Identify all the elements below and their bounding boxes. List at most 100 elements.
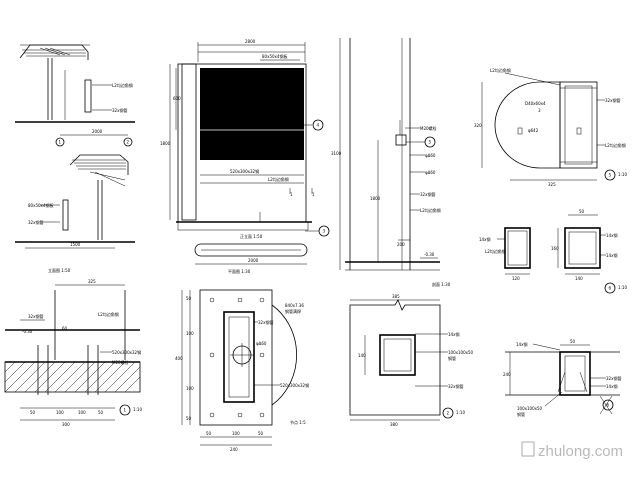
label-hole: φΔ60 bbox=[425, 153, 436, 158]
watermark-group: zhulong.com bbox=[521, 441, 623, 460]
watermark: zhulong.com bbox=[538, 443, 623, 460]
dim-plate-h: 400 bbox=[175, 356, 183, 361]
dim-section-bottom: 200 bbox=[397, 242, 405, 247]
view-plan-strip: 2000 平面图 1:30 bbox=[194, 243, 308, 274]
sign-panel-black bbox=[200, 68, 304, 160]
dim-found-inner: 60 bbox=[62, 326, 68, 331]
dim-found-total: 300 bbox=[62, 422, 70, 427]
label-pipe-wall: 32x钢管 bbox=[448, 383, 463, 389]
label-elev: -0.30 bbox=[424, 252, 435, 257]
scale-6: 1:10 bbox=[618, 285, 627, 290]
dim-box-h: 160 bbox=[551, 246, 559, 251]
dim-section-height: 3100 bbox=[331, 151, 342, 156]
view-channel-section: 14x钢 50 240 32x钢管 14x钢 100x100x50 钢管 6 bbox=[503, 339, 621, 417]
label-plate-spec: 840x7.36 bbox=[285, 303, 304, 308]
label-l2: L2均边角钢 bbox=[268, 176, 289, 182]
dim-d-plan-width: 325 bbox=[548, 182, 556, 187]
dim-found-c: 100 bbox=[78, 410, 86, 415]
label-plate14-ch: 14x钢 bbox=[516, 341, 527, 347]
dim-found-top: 325 bbox=[88, 279, 96, 284]
label-box-ch: 100x100x50 bbox=[517, 406, 543, 411]
view-main-elevation: 2800 80x50x4钢板 1厂内5 (4-8)精加工厂 80x50x4钢板 … bbox=[160, 39, 330, 239]
label-plate14-ch2: 14x钢 bbox=[606, 383, 617, 389]
label-anchor-plate: 520x300x32钢 bbox=[280, 382, 309, 388]
dim-plate-h-c: 100 bbox=[186, 386, 194, 391]
label-pipe-section: 32x钢管 bbox=[420, 191, 435, 197]
detail-mark-2: 2 bbox=[447, 411, 450, 416]
label-steel-section: L2均边角钢 bbox=[420, 207, 441, 213]
dim-wall-bottom: 380 bbox=[390, 422, 398, 427]
dim-plate-h-d: 50 bbox=[186, 416, 192, 421]
detail-mark-6b: 6 bbox=[607, 403, 610, 408]
dim-sign-height: 1800 bbox=[160, 141, 171, 146]
label-elev-found: -0.30 bbox=[22, 329, 33, 334]
detail-mark-5: 5 bbox=[429, 140, 432, 145]
view-side-elevation-upper: L2均边角钢 32x钢管 2000 1 2 bbox=[15, 44, 135, 147]
detail-mark-1: 1 bbox=[124, 408, 127, 413]
label-l2-plan-2: L2均边角钢 bbox=[605, 142, 626, 148]
label-plate-note: 钢管满焊 bbox=[285, 308, 301, 314]
dim-plate-h-a: 50 bbox=[186, 296, 192, 301]
view-box-sections: 50 14x钢 L2均边角钢 120 14x钢 14x钢 160 140 6 1… bbox=[479, 209, 627, 294]
label-plate: 80x50x4钢板 bbox=[28, 202, 53, 208]
detail-mark-3: 3 bbox=[323, 229, 326, 234]
label-steel: L2均边角钢 bbox=[112, 82, 133, 88]
dim-plate-w-a: 50 bbox=[206, 431, 212, 436]
axis-mark-2: 2 bbox=[127, 140, 130, 145]
dim-sign-width: 2800 bbox=[245, 39, 256, 44]
dim-plate-h-b: 100 bbox=[186, 331, 194, 336]
view-foundation: 325 32x钢管 L2均边角钢 -0.30 60 bbox=[4, 279, 142, 427]
dim-panel-height: 600 bbox=[173, 96, 181, 101]
dim-found-b: 100 bbox=[56, 410, 64, 415]
label-pipe-found: 32x钢管 bbox=[28, 313, 43, 319]
detail-mark-5b: 5 bbox=[609, 173, 612, 178]
section-mark-top: 1 bbox=[290, 192, 293, 197]
sign-panel-mark: 5 bbox=[222, 119, 225, 124]
view-d-plan: L2均边角钢 D40x60x4 3 φ642 32x钢管 L2均边角钢 320 … bbox=[474, 67, 627, 187]
label-pipe-plate: 32x钢管 bbox=[258, 319, 273, 325]
label-box-note: 钢管 bbox=[448, 355, 456, 361]
dim-section-lower: 1800 bbox=[370, 196, 381, 201]
label-plate14-b: 14x钢 bbox=[606, 232, 617, 238]
label-plate14: 14x钢 bbox=[479, 236, 490, 242]
dim-plan-strip: 2000 bbox=[248, 258, 259, 263]
label-pipe-ch: 32x钢管 bbox=[606, 375, 621, 381]
watermark-logo bbox=[521, 441, 535, 457]
scale-2: 1:10 bbox=[456, 410, 465, 415]
dim-box-b: 140 bbox=[575, 276, 583, 281]
dim-upper-span: 2000 bbox=[92, 129, 103, 134]
sign-panel-text: 1厂内5 (4-8)精加工厂 bbox=[234, 89, 282, 96]
dim-lower-span: 1500 bbox=[70, 242, 81, 247]
dim-channel-h: 240 bbox=[503, 372, 511, 377]
label-base-plate: 520x300x32钢 bbox=[230, 168, 259, 174]
label-pipe: 32x钢管 bbox=[112, 107, 127, 113]
dim-plate-w-c: 50 bbox=[258, 431, 264, 436]
foundation-hatch bbox=[4, 361, 141, 393]
title-plan-strip: 平面图 1:30 bbox=[228, 268, 251, 274]
label-tube-spec: D40x60x4 bbox=[525, 101, 546, 106]
axis-mark-1: 1 bbox=[59, 140, 62, 145]
scale-5b: 1:10 bbox=[618, 172, 627, 177]
sign-panel-spec: 80x50x4钢板 bbox=[255, 118, 282, 125]
dim-plate-w: 240 bbox=[230, 447, 238, 452]
section-mark-top-2: 1 bbox=[312, 192, 315, 197]
scale-1: 1:10 bbox=[133, 407, 142, 412]
label-anchor: 520x300x32钢 bbox=[112, 349, 141, 355]
label-hole-2: φΔ60 bbox=[425, 170, 436, 175]
dim-plate-w-b: 100 bbox=[232, 431, 240, 436]
dim-channel-top: 50 bbox=[570, 339, 576, 344]
label-plate14-c: 14x钢 bbox=[606, 252, 617, 258]
label-pipe-plan: 32x钢管 bbox=[605, 97, 620, 103]
dim-wall-box-h: 140 bbox=[358, 353, 366, 358]
label-hole-plate: φΔ60 bbox=[256, 341, 267, 346]
label-pipe-2: 32x钢管 bbox=[28, 219, 43, 225]
label-tube-note: 3 bbox=[538, 108, 541, 113]
view-tall-section: 3100 1800 M20螺栓 5 φΔ60 φΔ60 32x钢管 L2均边角钢… bbox=[331, 38, 451, 287]
label-tube-dia: φ642 bbox=[528, 128, 539, 133]
label-bolt-found: M20螺栓 bbox=[112, 359, 129, 365]
label-steel-found: L2均边角钢 bbox=[98, 311, 119, 317]
view-wall-section: 385 140 14x钢 100x100x50 钢管 32x钢管 380 2 1… bbox=[349, 294, 474, 427]
title-front-elevation: 正立面 1:50 bbox=[240, 233, 263, 239]
dim-found-a: 50 bbox=[30, 410, 36, 415]
